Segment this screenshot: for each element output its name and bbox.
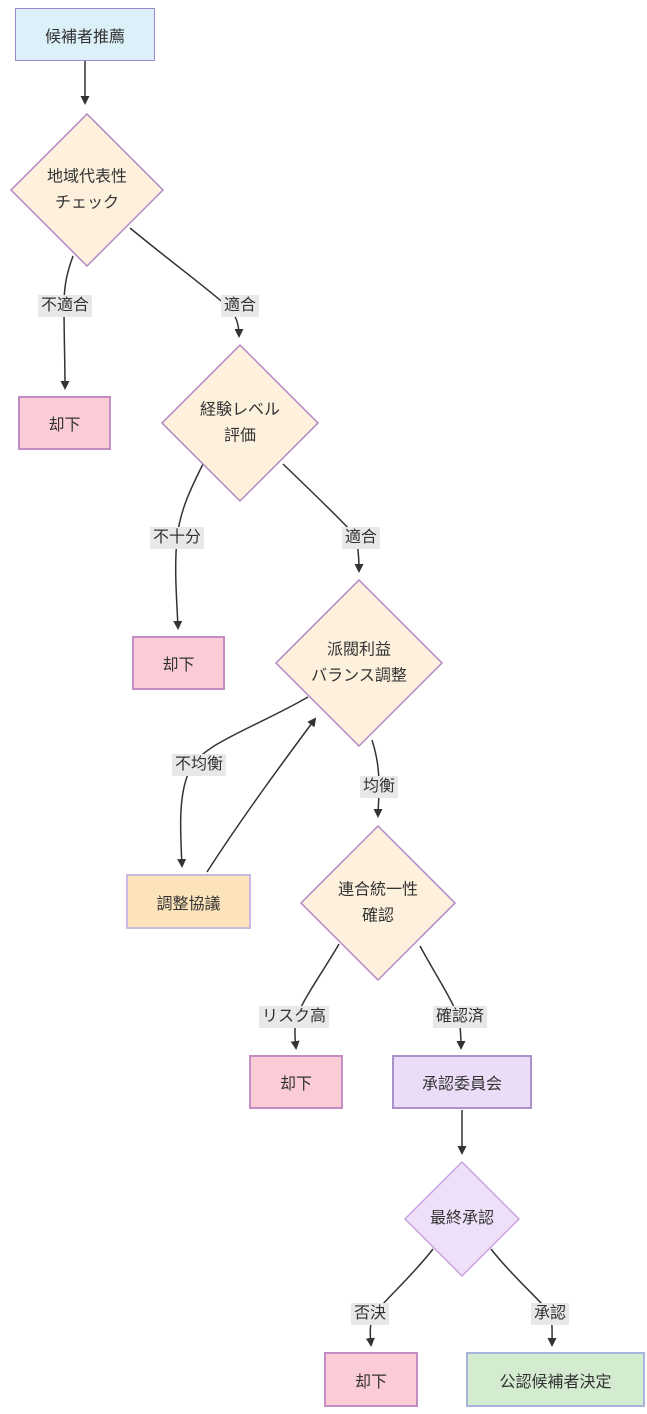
node-reject-3-label: 却下 <box>279 1076 312 1093</box>
node-reject-2: 却下 <box>132 636 225 690</box>
diamond-shape <box>274 578 444 748</box>
node-start: 候補者推薦 <box>15 8 155 61</box>
diamond-shape <box>9 112 165 268</box>
node-official-candidate: 公認候補者決定 <box>466 1352 645 1407</box>
node-approval-committee: 承認委員会 <box>392 1055 532 1109</box>
edge-label-balanced: 均衡 <box>359 776 399 798</box>
node-faction-balance-label: 派閥利益 バランス調整 <box>311 641 407 684</box>
node-reject-1: 却下 <box>18 396 111 450</box>
node-start-label: 候補者推薦 <box>44 28 125 46</box>
node-reject-1-label: 却下 <box>48 417 81 434</box>
node-official-candidate-label: 公認候補者決定 <box>499 1373 612 1391</box>
node-reject-3: 却下 <box>249 1055 343 1109</box>
edge-label-fit-regional: 適合 <box>220 295 260 317</box>
edge-label-approved: 承認 <box>530 1303 570 1325</box>
node-reject-4: 却下 <box>324 1352 418 1407</box>
edge-label-high-risk: リスク高 <box>258 1006 330 1028</box>
node-regional-check: 地域代表性 チェック <box>9 112 165 268</box>
edge-regional-check-to-reject1 <box>60 255 74 390</box>
node-reject-4-label: 却下 <box>354 1373 387 1391</box>
edge-label-fit-experience: 適合 <box>341 527 381 549</box>
node-regional-check-label: 地域代表性 チェック <box>46 168 127 211</box>
node-adjustment-talks: 調整協議 <box>126 874 251 929</box>
node-unity-check-label: 連合統一性 確認 <box>337 881 418 924</box>
node-adjustment-talks-label: 調整協議 <box>156 895 221 913</box>
edge-label-insufficient: 不十分 <box>149 527 205 549</box>
edge-label-unfit: 不適合 <box>37 295 93 317</box>
node-final-approval: 最終承認 <box>403 1160 521 1278</box>
node-approval-committee-label: 承認委員会 <box>421 1076 502 1093</box>
edge-label-imbalanced: 不均衡 <box>171 754 227 776</box>
node-experience-eval: 経験レベル 評価 <box>160 343 320 503</box>
diamond-shape <box>299 824 457 982</box>
edge-label-confirmed: 確認済 <box>432 1006 488 1028</box>
diamond-shape <box>160 343 320 503</box>
node-reject-2-label: 却下 <box>162 657 195 674</box>
node-experience-eval-label: 経験レベル 評価 <box>199 401 280 444</box>
node-final-approval-label: 最終承認 <box>429 1210 494 1228</box>
edge-label-voted-down: 否決 <box>350 1303 390 1325</box>
node-unity-check: 連合統一性 確認 <box>299 824 457 982</box>
diamond-shape <box>403 1160 521 1278</box>
node-faction-balance: 派閥利益 バランス調整 <box>274 578 444 748</box>
